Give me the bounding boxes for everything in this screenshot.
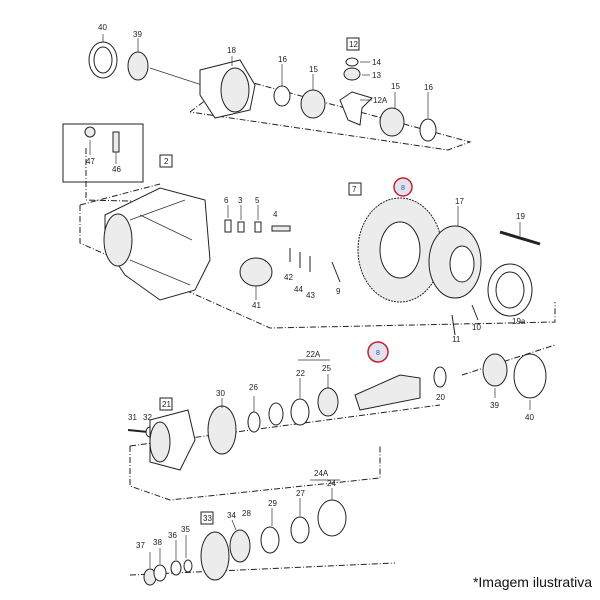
label-17: 17	[455, 197, 464, 206]
label-7: 7	[352, 185, 357, 194]
label-6: 6	[224, 196, 229, 205]
label-19a: 19a	[512, 317, 526, 326]
label-46: 46	[112, 165, 121, 174]
label-5: 5	[255, 196, 260, 205]
label-24A: 24A	[314, 469, 329, 478]
label-42: 42	[284, 273, 293, 282]
label-12: 12	[349, 40, 358, 49]
label-4: 4	[273, 210, 278, 219]
label-47: 47	[86, 157, 95, 166]
inset-47-46	[62, 123, 144, 183]
label-36: 36	[168, 531, 177, 540]
bottom-row-parts	[143, 479, 347, 586]
label-13: 13	[372, 71, 381, 80]
highlight-markers: 8 8	[367, 177, 413, 363]
label-32: 32	[143, 413, 152, 422]
label-25: 25	[322, 364, 331, 373]
label-2: 2	[164, 157, 169, 166]
label-41: 41	[252, 301, 261, 310]
label-39b: 39	[490, 401, 499, 410]
label-12A: 12A	[373, 96, 388, 105]
label-19: 19	[516, 212, 525, 221]
label-8-mid: 8	[376, 350, 380, 357]
label-15: 15	[309, 65, 318, 74]
label-10: 10	[472, 323, 481, 332]
highlight-part-8-top	[393, 177, 413, 197]
label-9: 9	[336, 287, 341, 296]
label-40: 40	[98, 23, 107, 32]
dashed-boundaries	[79, 77, 556, 576]
label-30: 30	[216, 389, 225, 398]
label-15b: 15	[391, 82, 400, 91]
label-44: 44	[294, 285, 303, 294]
label-18: 18	[227, 46, 236, 55]
label-16: 16	[278, 55, 287, 64]
label-22A: 22A	[306, 350, 321, 359]
part-labels: 40 39 18 16 15 12 14 13 15 12A 16 47 46 …	[86, 23, 534, 550]
label-29: 29	[268, 499, 277, 508]
label-40b: 40	[525, 413, 534, 422]
label-37: 37	[136, 541, 145, 550]
label-3: 3	[238, 196, 243, 205]
label-43: 43	[306, 291, 315, 300]
label-33: 33	[203, 514, 212, 523]
label-38: 38	[153, 538, 162, 547]
label-21: 21	[162, 400, 171, 409]
top-row-parts	[88, 34, 437, 142]
label-20: 20	[436, 393, 445, 402]
label-24: 24	[327, 479, 336, 488]
pinion-parts	[207, 353, 547, 455]
label-22: 22	[296, 369, 305, 378]
highlight-part-8-mid	[367, 341, 389, 363]
label-34: 34	[227, 511, 236, 520]
label-16b: 16	[424, 83, 433, 92]
label-8-top: 8	[401, 185, 405, 192]
flange-parts	[127, 397, 196, 471]
label-11: 11	[452, 335, 461, 344]
label-31: 31	[128, 413, 137, 422]
label-39: 39	[133, 30, 142, 39]
middle-parts	[103, 154, 541, 336]
label-35: 35	[181, 525, 190, 534]
label-26: 26	[249, 383, 258, 392]
label-14: 14	[372, 58, 381, 67]
label-27: 27	[296, 489, 305, 498]
illustrative-image-caption: *Imagem ilustrativa	[472, 574, 592, 590]
label-28: 28	[242, 509, 251, 518]
